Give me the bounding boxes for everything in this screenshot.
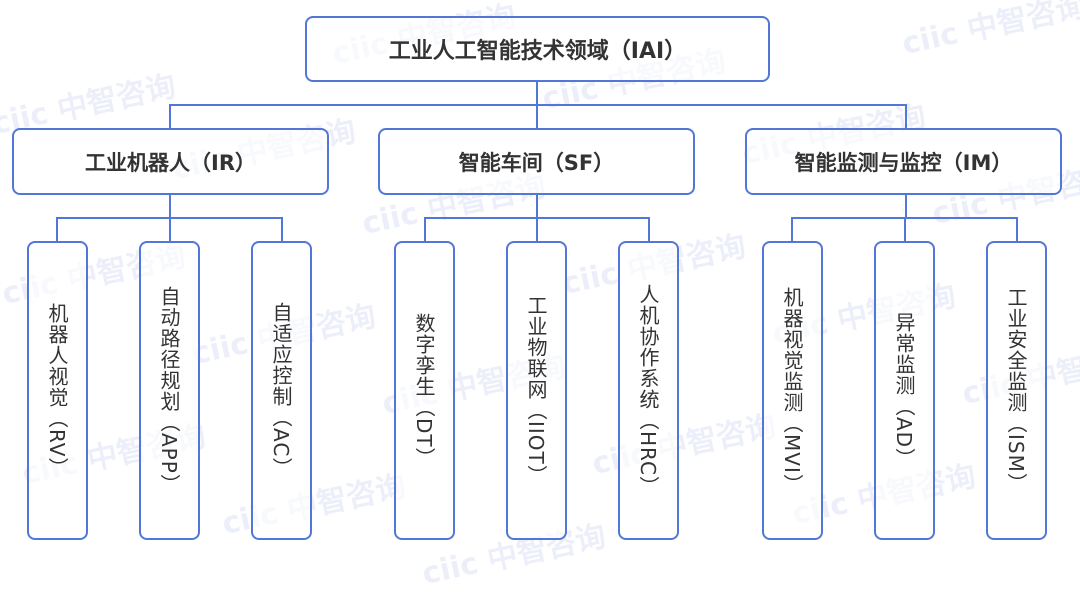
connector [904,217,906,241]
watermark: ciic 中智咨询 [219,468,409,542]
leaf-label: 异常监测（AD） [892,311,916,470]
connector [791,217,793,241]
root-label: 工业人工智能技术领域（IAI） [388,39,687,64]
connector [169,104,171,128]
connector [1016,217,1018,241]
connector [905,104,907,128]
category-node-im: 智能监测与监控（IM） [745,128,1062,195]
category-label: 智能车间（SF） [458,150,615,175]
root-node: 工业人工智能技术领域（IAI） [305,16,770,82]
connector [281,217,283,241]
leaf-label: 数字孪生（DT） [412,312,436,469]
leaf-label: 机器视觉监测（MVI） [780,286,804,495]
leaf-node-iiot: 工业物联网（IIOT） [506,241,567,540]
leaf-node-ad: 异常监测（AD） [874,241,935,540]
connector [648,217,650,241]
category-label: 智能监测与监控（IM） [794,150,1013,175]
leaf-label: 自动路径规划（APP） [157,286,181,495]
connector [424,217,426,241]
leaf-node-mvi: 机器视觉监测（MVI） [762,241,823,540]
watermark: ciic 中智咨询 [899,0,1080,62]
leaf-node-app: 自动路径规划（APP） [139,241,200,540]
leaf-label: 工业安全监测（ISM） [1004,287,1028,494]
leaf-node-dt: 数字孪生（DT） [394,241,455,540]
connector [169,195,171,219]
connector [56,217,58,241]
leaf-node-rv: 机器人视觉（RV） [27,241,88,540]
category-node-sf: 智能车间（SF） [378,128,695,195]
leaf-node-ac: 自适应控制（AC） [251,241,312,540]
leaf-node-ism: 工业安全监测（ISM） [986,241,1047,540]
watermark: ciic 中智咨询 [589,408,779,482]
connector [536,195,538,219]
connector [536,104,538,128]
connector [169,104,907,106]
connector [536,217,538,241]
category-label: 工业机器人（IR） [85,150,256,175]
leaf-label: 工业物联网（IIOT） [524,295,548,486]
connector [536,82,538,106]
leaf-node-hrc: 人机协作系统（HRC） [618,241,679,540]
leaf-label: 人机协作系统（HRC） [636,284,660,497]
connector [169,217,171,241]
connector [905,195,907,219]
leaf-label: 机器人视觉（RV） [45,302,69,479]
category-node-ir: 工业机器人（IR） [12,128,329,195]
leaf-label: 自适应控制（AC） [269,302,293,479]
